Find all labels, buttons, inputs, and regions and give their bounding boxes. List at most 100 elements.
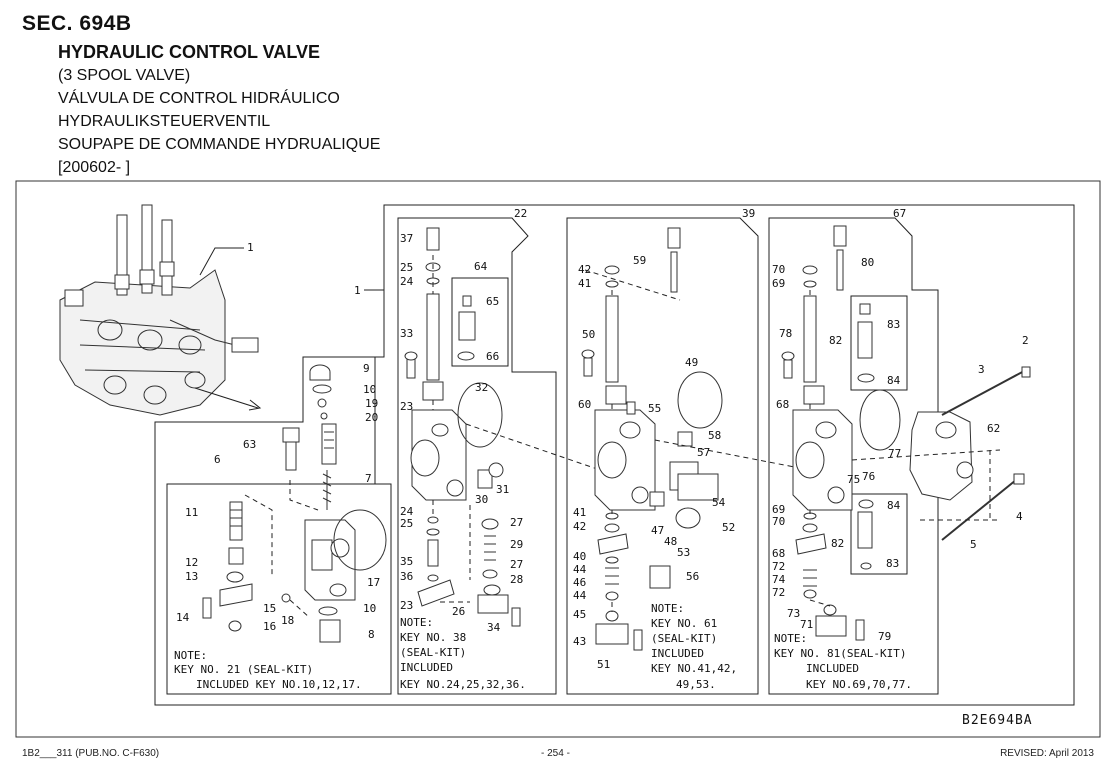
- callout-54: 54: [712, 496, 726, 509]
- callout-17: 17: [367, 576, 380, 589]
- note-2-line: KEY NO. 38: [400, 631, 466, 644]
- serial-range: [200602- ]: [58, 159, 131, 176]
- callout-68: 68: [776, 398, 789, 411]
- callout-34: 34: [487, 621, 501, 634]
- note-3-line: KEY NO. 61: [651, 617, 717, 630]
- note-3-line: 49,53.: [676, 678, 716, 691]
- group-67-dashes: [809, 290, 1001, 607]
- group-6-dashes: [244, 480, 319, 619]
- note-2-line: (SEAL-KIT): [400, 646, 466, 659]
- callout-23: 23: [400, 599, 413, 612]
- callout-4: 4: [1016, 510, 1023, 523]
- callout-44: 44: [573, 563, 587, 576]
- title-block: HYDRAULIC CONTROL VALVE (3 SPOOL VALVE) …: [58, 41, 380, 179]
- callout-84: 84: [887, 374, 901, 387]
- callout-77: 77: [888, 447, 901, 460]
- callout-83: 83: [886, 557, 899, 570]
- callout-51: 51: [597, 658, 610, 671]
- callout-67: 67: [893, 207, 906, 220]
- note-1-head: NOTE:: [174, 649, 207, 662]
- callout-55: 55: [648, 402, 661, 415]
- callout-47: 47: [651, 524, 664, 537]
- callout-72: 72: [772, 586, 785, 599]
- arrow-pointer: [194, 387, 262, 411]
- title-subtitle: (3 SPOOL VALVE): [58, 67, 191, 84]
- note-2-head: NOTE:: [400, 616, 433, 629]
- callout-82: 82: [831, 537, 844, 550]
- callout-11: 11: [185, 506, 198, 519]
- callout-26: 26: [452, 605, 465, 618]
- callout-25: 25: [400, 261, 413, 274]
- callout-64: 64: [474, 260, 488, 273]
- note-2-line: INCLUDED: [400, 661, 453, 674]
- group-64-box: [451, 277, 509, 367]
- callout-76: 76: [862, 470, 875, 483]
- note-3-head: NOTE:: [651, 602, 684, 615]
- callout-8: 8: [368, 628, 375, 641]
- callout-73: 73: [787, 607, 800, 620]
- note-2-line: KEY NO.24,25,32,36.: [400, 678, 526, 691]
- callout-60: 60: [578, 398, 591, 411]
- note-3-line: (SEAL-KIT): [651, 632, 717, 645]
- callout-66: 66: [486, 350, 499, 363]
- callout-52: 52: [722, 521, 735, 534]
- callout-78: 78: [779, 327, 792, 340]
- note-1-line: INCLUDED KEY NO.10,12,17.: [196, 678, 362, 691]
- callout-84: 84: [887, 499, 901, 512]
- callout-16: 16: [263, 620, 276, 633]
- callout-70: 70: [772, 263, 785, 276]
- callout-41: 41: [578, 277, 591, 290]
- note-3-line: KEY NO.41,42,: [651, 662, 737, 675]
- callout-49: 49: [685, 356, 698, 369]
- callout-46: 46: [573, 576, 586, 589]
- section-number: SEC. 694B: [22, 12, 132, 35]
- callout-29: 29: [510, 538, 523, 551]
- callout-7: 7: [365, 472, 372, 485]
- callout-45: 45: [573, 608, 586, 621]
- note-3-line: INCLUDED: [651, 647, 704, 660]
- callout-5: 5: [970, 538, 977, 551]
- callout-68: 68: [772, 547, 785, 560]
- callout-82: 82: [829, 334, 842, 347]
- callout-19: 19: [365, 397, 378, 410]
- callout-6: 6: [214, 453, 221, 466]
- callout-72: 72: [772, 560, 785, 573]
- callout-57: 57: [697, 446, 710, 459]
- callout-40: 40: [573, 550, 586, 563]
- group-67-box: [768, 217, 939, 695]
- group-22-dashes: [432, 255, 601, 603]
- callout-79: 79: [878, 630, 891, 643]
- footer-page-number: - 254 -: [541, 748, 570, 759]
- callout-74: 74: [772, 573, 786, 586]
- callout-83: 83: [887, 318, 900, 331]
- callout-32: 32: [475, 381, 488, 394]
- callout-63: 63: [243, 438, 256, 451]
- valve-assembly-illustration: [59, 204, 259, 416]
- callout-37: 37: [400, 232, 413, 245]
- callout-42: 42: [578, 263, 591, 276]
- callout-39: 39: [742, 207, 755, 220]
- callout-41: 41: [573, 506, 586, 519]
- callout-56: 56: [686, 570, 699, 583]
- callout-20: 20: [365, 411, 378, 424]
- callout-50: 50: [582, 328, 595, 341]
- callout-69: 69: [772, 503, 785, 516]
- callout-62: 62: [987, 422, 1000, 435]
- callout-36: 36: [400, 570, 413, 583]
- callout-35: 35: [400, 555, 413, 568]
- callout-31: 31: [496, 483, 509, 496]
- group-22-parts: [404, 227, 521, 627]
- callout-71: 71: [800, 618, 813, 631]
- callout-10: 10: [363, 383, 376, 396]
- group-6-top: [305, 356, 376, 484]
- title-spanish: VÁLVULA DE CONTROL HIDRÁULICO: [58, 90, 340, 107]
- callout-24: 24: [400, 275, 414, 288]
- group-39-parts: [581, 227, 723, 651]
- group-39-box: [566, 217, 759, 695]
- group-39-dashes: [584, 269, 811, 612]
- footer-publication: 1B2___311 (PUB.NO. C-F630): [22, 748, 160, 759]
- callout-9: 9: [363, 362, 370, 375]
- group-6-box: [166, 483, 392, 695]
- title-english: HYDRAULIC CONTROL VALVE: [58, 42, 321, 62]
